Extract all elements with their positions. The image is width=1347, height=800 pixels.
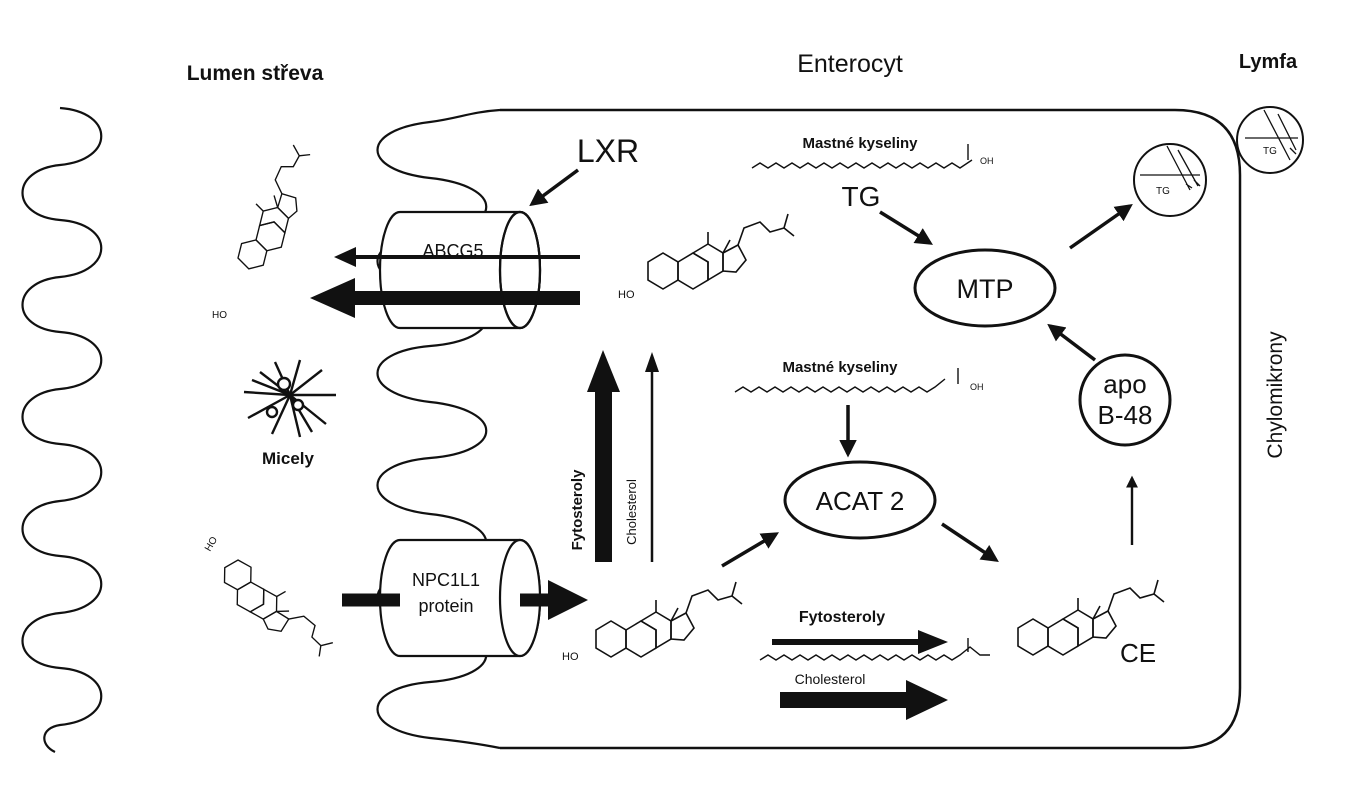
cell-sterol-top <box>647 213 795 290</box>
mtp-node <box>913 248 1057 328</box>
acat-to-ce-arrow <box>941 522 999 562</box>
cholesterol-bottom-arrowhead <box>906 680 948 720</box>
chylomicron-intracellular: TG <box>1133 143 1207 217</box>
cell-sterol-top-ho: HO <box>618 289 635 301</box>
fytosteroly-bottom-label: Fytosteroly <box>799 609 885 626</box>
lxr-label: LXR <box>577 133 639 169</box>
lumen-label: Lumen střeva <box>187 62 324 85</box>
micelle <box>243 359 336 438</box>
acat2-node <box>783 460 937 540</box>
enterocyte-membrane <box>500 108 1242 750</box>
cholesterol-bottom-arrow-shaft <box>780 692 910 708</box>
efflux-arrowhead-thick <box>310 278 355 318</box>
sterol-to-acat-arrow <box>721 532 780 568</box>
fytosteroly-up-arrow-shaft <box>595 390 612 562</box>
apob48-to-mtp-arrow <box>1047 323 1097 362</box>
abcg-transporter <box>378 210 542 330</box>
fatty-acids-top-label: Mastné kyseliny <box>802 135 918 152</box>
npc1l1-protein-label: protein <box>418 596 473 616</box>
micelles-label: Micely <box>262 449 315 468</box>
tg-label: TG <box>842 181 881 212</box>
npc1l1-transporter <box>378 538 542 658</box>
cholesterol-bottom-label: Cholesterol <box>795 671 866 687</box>
apical-brush-border <box>376 108 501 750</box>
lumen-villi-left <box>21 106 103 753</box>
mtp-label: MTP <box>957 274 1014 304</box>
lxr-arrow <box>529 168 580 207</box>
chylomicron-lymph: TG <box>1236 106 1304 174</box>
cooh-mid: OH <box>970 382 984 392</box>
cholesterol-up-arrowhead <box>645 352 659 372</box>
fatty-acid-chain-mid <box>734 368 959 393</box>
fytosteroly-bottom-arrowhead <box>918 630 948 654</box>
lumen-sterol-bottom-ho: HO <box>203 535 220 554</box>
chylo-tg-lymph: TG <box>1263 146 1277 157</box>
fytosteroly-vertical-label: Fytosteroly <box>569 469 586 551</box>
fatty-acid-chain-top <box>751 144 973 169</box>
fatty-acids-mid-label: Mastné kyseliny <box>782 359 898 376</box>
apob48-node <box>1078 353 1172 447</box>
cell-sterol-bottom <box>595 581 743 658</box>
chylomicrons-label: Chylomikrony <box>1264 331 1287 459</box>
apob48-label-line2: B-48 <box>1098 400 1153 430</box>
lumen-sterol-top <box>208 140 343 275</box>
tg-to-mtp-arrow <box>879 210 933 245</box>
mtp-to-chylo-arrow <box>1068 203 1133 250</box>
chylo-tg-inner: TG <box>1156 186 1170 197</box>
fytosteroly-up-arrowhead <box>587 350 620 392</box>
apob48-label-line1: apo <box>1103 369 1146 399</box>
lumen-sterol-bottom <box>217 538 337 680</box>
efflux-arrowhead-thin <box>334 247 356 267</box>
enterocyte-label: Enterocyt <box>797 50 903 78</box>
acat2-label: ACAT 2 <box>816 486 905 516</box>
lumen-sterol-top-ho: HO <box>212 310 227 321</box>
influx-arrowhead <box>548 580 588 620</box>
fatty-acid-chain-ester <box>759 638 990 661</box>
cholesterol-vertical-label: Cholesterol <box>624 479 639 545</box>
cell-sterol-bottom-ho: HO <box>562 651 579 663</box>
cooh-top: OH <box>980 156 994 166</box>
npc1l1-label: NPC1L1 <box>412 570 480 590</box>
ce-label: CE <box>1120 638 1156 668</box>
lymph-label: Lymfa <box>1239 51 1298 73</box>
